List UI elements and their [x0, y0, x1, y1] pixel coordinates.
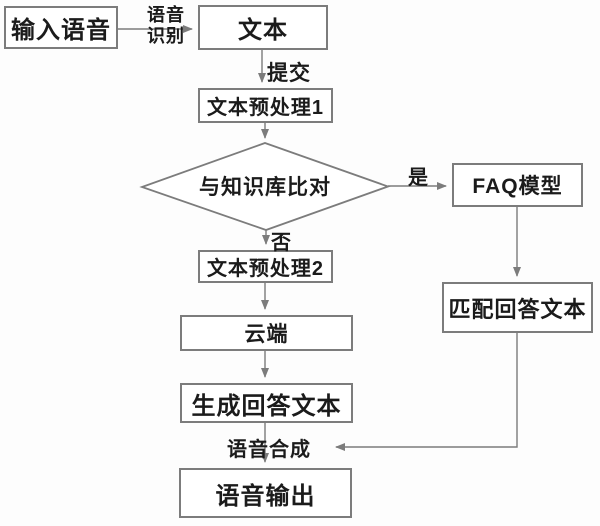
node-input-speech: 输入语音	[4, 6, 118, 49]
edge-label-speech-recognition-line2: 识别	[147, 26, 185, 46]
node-cloud: 云端	[180, 315, 353, 351]
node-generate-answer: 生成回答文本	[180, 383, 353, 423]
edge-label-speech-recognition: 语音 识别	[139, 5, 193, 47]
edge-label-no: 否	[271, 232, 292, 254]
edge-label-yes: 是	[408, 167, 429, 189]
edge-label-speech-recognition-line1: 语音	[147, 5, 185, 25]
node-preprocess1: 文本预处理1	[198, 88, 333, 123]
decision-diamond-shape	[139, 142, 391, 231]
node-kb-compare: 与知识库比对	[199, 176, 331, 199]
edge-match-to-merge	[335, 333, 518, 451]
edge-label-submit: 提交	[267, 62, 311, 85]
node-faq-model: FAQ模型	[452, 163, 583, 207]
edge-label-speech-synthesis: 语音合成	[227, 439, 311, 461]
node-speech-output: 语音输出	[179, 468, 352, 518]
node-match-answer: 匹配回答文本	[442, 282, 593, 333]
node-preprocess2: 文本预处理2	[198, 250, 333, 283]
node-text: 文本	[198, 5, 328, 50]
